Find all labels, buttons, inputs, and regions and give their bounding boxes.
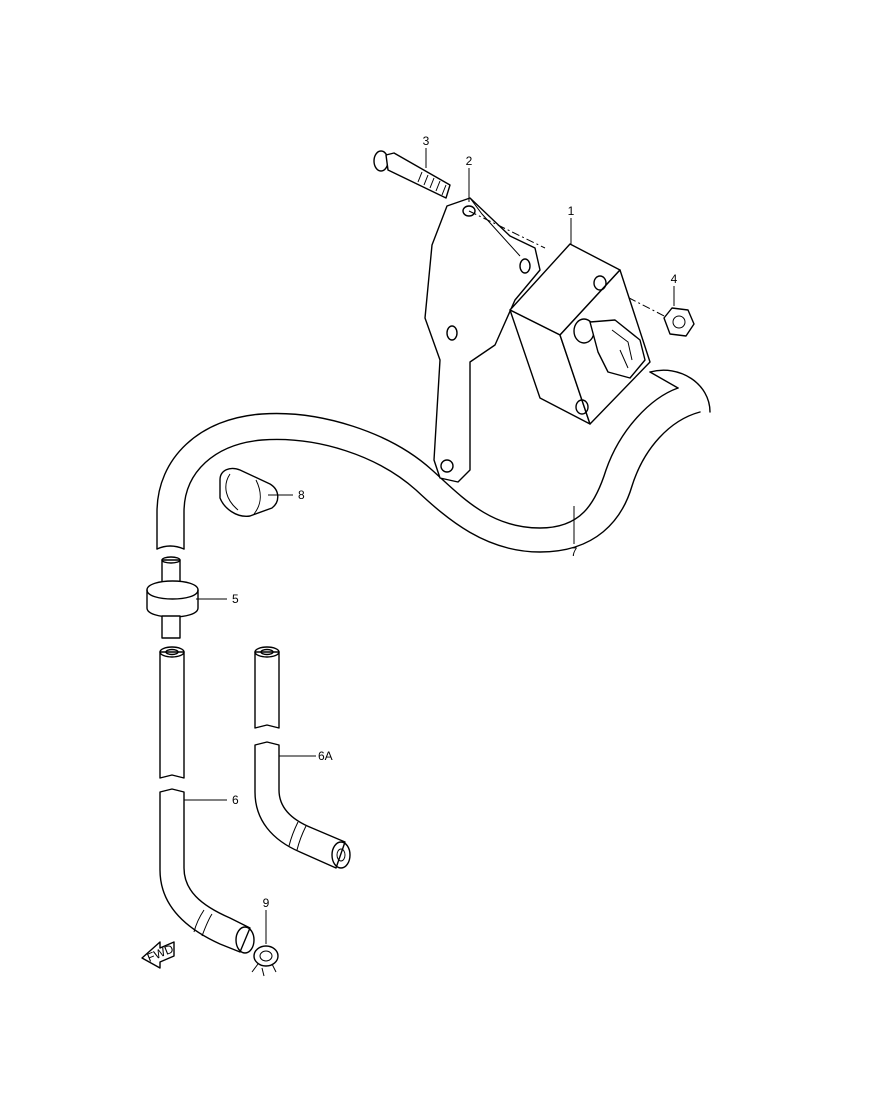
callout-6: 6 (232, 793, 239, 807)
alignment-line-nut (599, 282, 673, 321)
leader-lines (184, 148, 675, 944)
part-5-damper[interactable] (146, 556, 199, 639)
part-6-hose[interactable] (159, 788, 255, 954)
callout-7: 7 (571, 545, 578, 559)
callout-1: 1 (568, 204, 575, 218)
part-3-bolt[interactable] (373, 150, 451, 199)
part-7-hose[interactable] (156, 369, 711, 553)
alignment-line-bolt (468, 210, 546, 249)
callout-5: 5 (232, 592, 239, 606)
part-2-bracket[interactable] (424, 197, 541, 483)
fwd-arrow-badge: FWD (141, 941, 176, 969)
callout-2: 2 (466, 154, 473, 168)
callout-6a: 6A (318, 749, 333, 763)
part-6a-hose[interactable] (254, 741, 351, 869)
callout-8: 8 (298, 488, 305, 502)
callout-9: 9 (263, 896, 270, 910)
part-9-clamp[interactable] (251, 945, 279, 977)
part-8-clip[interactable] (219, 467, 279, 517)
callout-3: 3 (423, 134, 430, 148)
part-6a-upper-hose[interactable] (254, 646, 280, 729)
part-4-nut[interactable] (663, 307, 695, 337)
part-6-upper-hose[interactable] (159, 646, 185, 779)
part-1-sensor[interactable] (509, 243, 651, 425)
callout-4: 4 (671, 272, 678, 286)
